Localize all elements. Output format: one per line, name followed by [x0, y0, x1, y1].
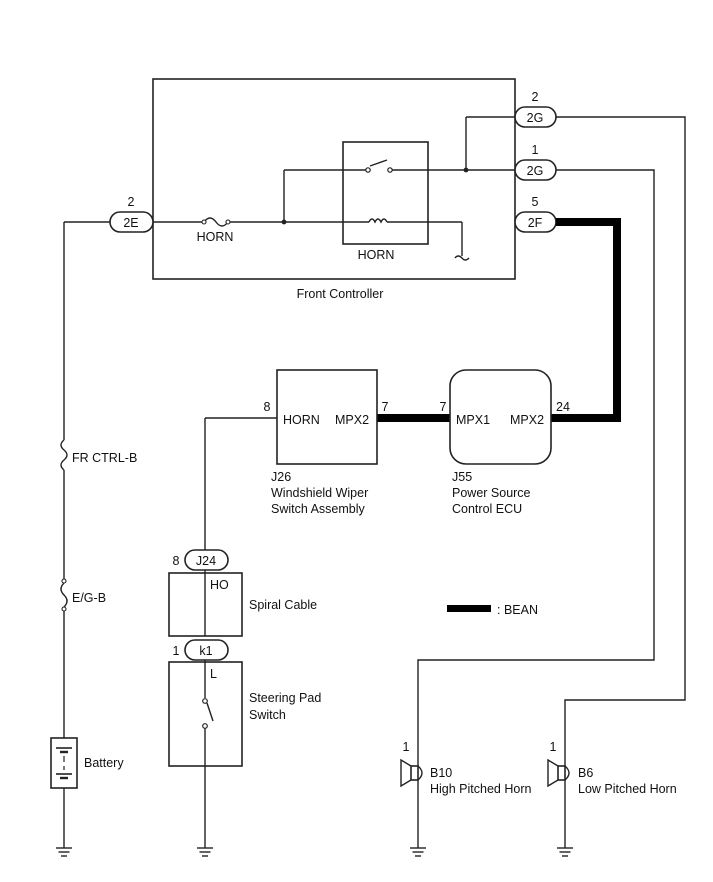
- bean-legend-label: : BEAN: [497, 603, 538, 617]
- junction-dot: [463, 167, 469, 173]
- eg-fuse-label: E/G-B: [72, 591, 106, 605]
- b10-label: High Pitched Horn: [430, 782, 531, 796]
- svg-text:1: 1: [532, 143, 539, 157]
- b6-pin: 1: [550, 740, 557, 754]
- b6-label: Low Pitched Horn: [578, 782, 677, 796]
- steering-pad-label-line2: Switch: [249, 708, 286, 722]
- j26-terminal-mpx2: MPX2: [335, 413, 369, 427]
- horn-fuse-icon: [198, 217, 232, 227]
- ground-icon: [197, 847, 213, 857]
- j26-name-line2: Switch Assembly: [271, 502, 366, 516]
- j55-terminal-mpx1: MPX1: [456, 413, 490, 427]
- j55-pin-mpx1: 7: [440, 400, 447, 414]
- ground-icon: [56, 847, 72, 857]
- j55-box: [449, 369, 552, 465]
- j26-terminal-horn: HORN: [283, 413, 320, 427]
- front-controller-label: Front Controller: [297, 287, 384, 301]
- horn-icon: [547, 758, 570, 788]
- horn-fuse-label: HORN: [197, 230, 234, 244]
- b10-code: B10: [430, 766, 452, 780]
- horn-relay-label: HORN: [358, 248, 395, 262]
- svg-text:k1: k1: [199, 644, 212, 658]
- svg-text:5: 5: [532, 195, 539, 209]
- connector-2e: 2E 2: [109, 195, 154, 233]
- connector-2g-pin2: 2G 2: [514, 90, 557, 128]
- j26-pin-mpx2: 7: [382, 400, 389, 414]
- j26-name-line1: Windshield Wiper: [271, 486, 368, 500]
- horn-icon: [400, 758, 423, 788]
- j55-code: J55: [452, 470, 472, 484]
- internal-ground-icon: [454, 255, 470, 261]
- bean-legend-swatch: [447, 605, 491, 612]
- spiral-cable-label: Spiral Cable: [249, 598, 317, 612]
- j26-code: J26: [271, 470, 291, 484]
- connector-2g-pin1: 2G 1: [514, 143, 557, 181]
- j55-pin-mpx2: 24: [556, 400, 570, 414]
- junction-dot: [281, 219, 287, 225]
- relay-coil-icon: [343, 218, 428, 224]
- svg-text:2G: 2G: [527, 164, 544, 178]
- svg-text:2F: 2F: [528, 216, 543, 230]
- svg-text:2: 2: [128, 195, 135, 209]
- j26-box: [276, 369, 378, 465]
- connector-2f: 2F 5: [514, 195, 557, 233]
- svg-text:J24: J24: [196, 554, 216, 568]
- svg-text:2: 2: [532, 90, 539, 104]
- connector-j24: J24 8: [173, 549, 229, 571]
- ground-icon: [410, 847, 426, 857]
- connector-k1: k1 1: [173, 639, 229, 661]
- j55-name-line1: Power Source: [452, 486, 531, 500]
- steering-pad-terminal: L: [210, 667, 217, 681]
- svg-text:8: 8: [173, 554, 180, 568]
- j26-pin-horn: 8: [264, 400, 271, 414]
- j55-terminal-mpx2: MPX2: [510, 413, 544, 427]
- j55-name-line2: Control ECU: [452, 502, 522, 516]
- steering-pad-label-line1: Steering Pad: [249, 691, 321, 705]
- svg-text:2E: 2E: [123, 216, 138, 230]
- svg-text:2G: 2G: [527, 111, 544, 125]
- wire-2g1-to-b10: [417, 169, 655, 760]
- steering-pad-switch-icon: [202, 660, 214, 766]
- spiral-cable-terminal: HO: [210, 578, 229, 592]
- b6-code: B6: [578, 766, 593, 780]
- ground-icon: [557, 847, 573, 857]
- svg-text:1: 1: [173, 644, 180, 658]
- front-controller-box: [152, 78, 516, 280]
- wire-2g2-to-b6: [556, 116, 686, 760]
- eg-fuse-icon: [60, 578, 68, 612]
- b10-pin: 1: [403, 740, 410, 754]
- relay-switch-icon: [343, 159, 428, 173]
- bean-wire-2f-to-j55: [551, 218, 621, 422]
- fr-ctrl-fuse-icon: [60, 439, 68, 471]
- battery-icon: [50, 737, 78, 789]
- horn-relay-box: [342, 141, 429, 245]
- battery-label: Battery: [84, 756, 124, 770]
- fr-ctrl-fuse-label: FR CTRL-B: [72, 451, 137, 465]
